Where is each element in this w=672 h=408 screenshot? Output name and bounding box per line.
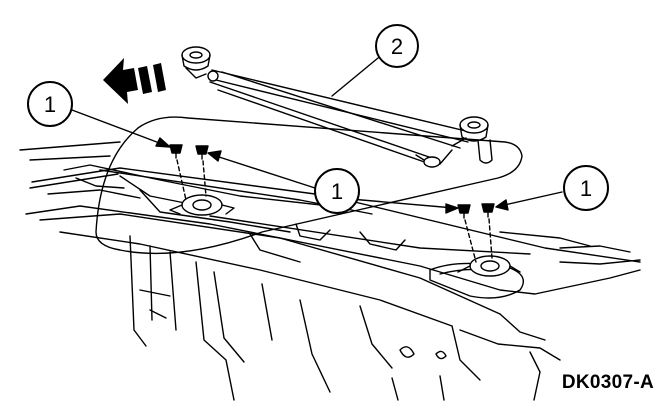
callout-circle-1: 1: [27, 81, 73, 127]
direction-arrow-icon: [103, 58, 166, 104]
callout-circle-4: 1: [563, 165, 609, 211]
callout-circle-3: 1: [314, 168, 360, 214]
callout-label: 1: [44, 92, 56, 117]
callout-label: 2: [391, 34, 403, 59]
callout-label: 1: [331, 179, 343, 204]
wiper-pivot-linkage-assembly: [181, 46, 493, 168]
cowl-panel: [19, 141, 641, 327]
bolt-right-1: [457, 204, 477, 263]
bolt-left-2: [195, 145, 209, 197]
detail-view-outline: [95, 116, 523, 255]
callout-circle-2: 2: [375, 24, 419, 68]
bolt-left-1: [169, 144, 187, 201]
callout-leader-2: [331, 57, 379, 97]
callout-label: 1: [580, 176, 592, 201]
body-structure: [129, 235, 561, 401]
pivot-mount-right: [457, 255, 521, 277]
figure-id: DK0307-A: [561, 372, 654, 393]
bolt-right-2: [481, 203, 495, 259]
pivot-mount-left: [169, 194, 235, 216]
